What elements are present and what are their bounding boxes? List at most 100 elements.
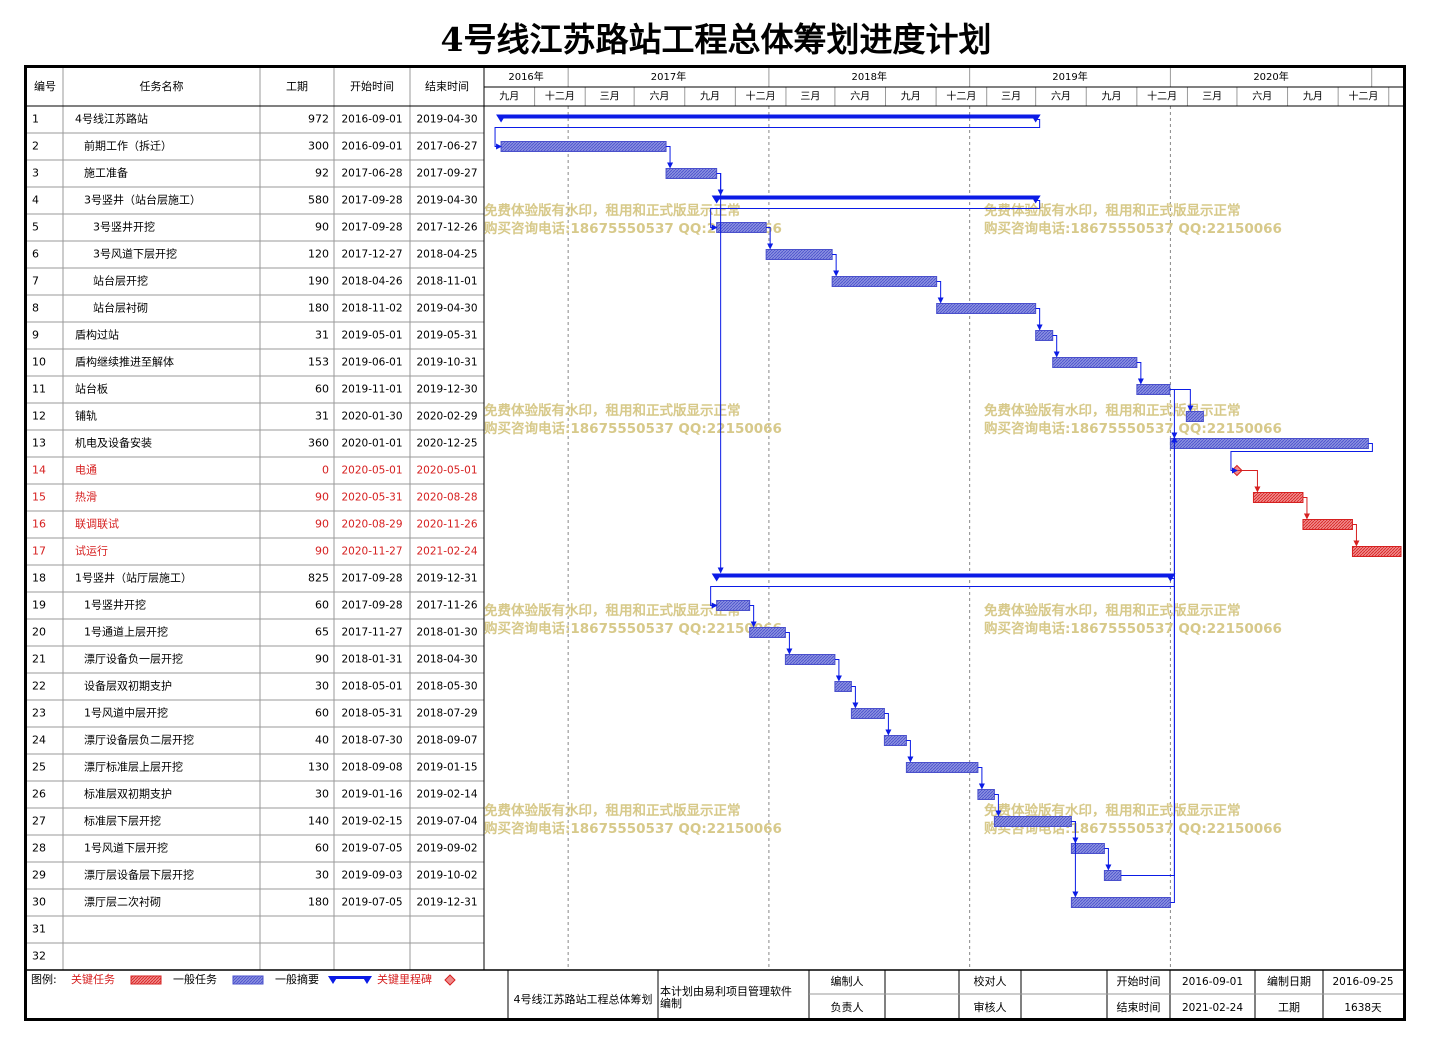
col-header-start: 开始时间 xyxy=(350,79,394,93)
task-name-18: 1号竖井（站厅层施工） xyxy=(75,571,192,585)
legend-normal-task-swatch xyxy=(232,975,264,985)
year-label-2: 2018年 xyxy=(852,70,887,83)
dependency-link-7 xyxy=(1035,308,1043,331)
col-header-duration: 工期 xyxy=(286,80,308,93)
dependency-link-11 xyxy=(1169,389,1178,439)
dependency-link-27 xyxy=(1104,848,1112,871)
year-label-0: 2016年 xyxy=(508,70,543,83)
quarter-label-8: 九月 xyxy=(901,91,921,103)
watermark-line1-5: 免费体验版有水印，租用和正式版显示正常 xyxy=(984,602,1241,619)
watermark-line2-3: 购买咨询电话:18675550537 QQ:22150066 xyxy=(984,420,1282,437)
summary-cap-right-1 xyxy=(1030,114,1041,123)
task-duration-16: 90 xyxy=(315,518,329,531)
task-start-1: 2016-09-01 xyxy=(341,114,402,126)
quarter-label-5: 十二月 xyxy=(746,90,776,103)
footer-start-label: 开始时间 xyxy=(1117,974,1161,988)
task-bar-9 xyxy=(1035,330,1054,341)
dependency-link-0 xyxy=(494,119,1041,150)
dependency-link-17 xyxy=(710,578,1175,609)
footer-plan-name: 4号线江苏路站工程总体筹划 xyxy=(514,992,653,1006)
task-id-16: 16 xyxy=(32,518,46,531)
task-bar-19 xyxy=(716,600,751,611)
task-name-10: 盾构继续推进至解体 xyxy=(75,355,174,369)
watermark-line2-0: 购买咨询电话:18675550537 QQ:22150066 xyxy=(484,220,782,237)
task-name-26: 标准层双初期支护 xyxy=(84,787,172,801)
footer-duration-label: 工期 xyxy=(1278,1001,1300,1014)
task-name-4: 3号竖井（站台层施工） xyxy=(84,193,201,207)
task-start-17: 2020-11-27 xyxy=(341,546,402,558)
task-id-28: 28 xyxy=(32,842,46,855)
task-start-12: 2020-01-30 xyxy=(341,411,402,423)
task-duration-14: 0 xyxy=(322,464,329,477)
task-end-17: 2021-02-24 xyxy=(416,546,477,558)
dependency-link-20 xyxy=(834,659,842,682)
task-id-21: 21 xyxy=(32,653,46,666)
task-end-16: 2020-11-26 xyxy=(416,519,477,531)
dependency-link-21 xyxy=(851,686,859,709)
task-id-14: 14 xyxy=(32,464,46,477)
task-id-9: 9 xyxy=(32,329,39,342)
quarter-label-6: 三月 xyxy=(800,91,820,103)
task-start-27: 2019-02-15 xyxy=(341,816,402,828)
task-id-20: 20 xyxy=(32,626,46,639)
task-bar-10 xyxy=(1052,357,1138,368)
task-duration-7: 190 xyxy=(308,275,329,288)
task-name-25: 漂厅标准层上层开挖 xyxy=(84,760,183,774)
task-start-8: 2018-11-02 xyxy=(341,303,402,315)
task-end-19: 2017-11-26 xyxy=(416,600,477,612)
task-name-14: 电通 xyxy=(75,464,97,477)
task-end-20: 2018-01-30 xyxy=(416,627,477,639)
task-bar-28 xyxy=(1070,843,1105,854)
task-id-30: 30 xyxy=(32,896,46,909)
task-end-5: 2017-12-26 xyxy=(416,222,477,234)
watermark-line2-1: 购买咨询电话:18675550537 QQ:22150066 xyxy=(984,220,1282,237)
task-end-22: 2018-05-30 xyxy=(416,681,477,693)
footer-end-label: 结束时间 xyxy=(1117,1001,1161,1014)
task-duration-26: 30 xyxy=(315,788,329,801)
task-end-27: 2019-07-04 xyxy=(416,816,477,828)
legend-milestone-swatch xyxy=(444,974,456,986)
task-duration-25: 130 xyxy=(308,761,329,774)
task-end-18: 2019-12-31 xyxy=(416,573,477,585)
task-bar-20 xyxy=(749,627,786,638)
quarter-label-1: 十二月 xyxy=(545,90,575,103)
task-id-3: 3 xyxy=(32,167,39,180)
task-duration-1: 972 xyxy=(308,113,329,126)
task-duration-30: 180 xyxy=(308,896,329,909)
dependency-link-4 xyxy=(766,227,774,250)
legend-label: 图例: xyxy=(31,972,57,986)
task-name-2: 前期工作（拆迁） xyxy=(84,139,172,153)
task-bar-13 xyxy=(1169,438,1369,449)
task-duration-20: 65 xyxy=(315,626,329,639)
legend-summary-cap-left xyxy=(328,976,338,984)
task-id-22: 22 xyxy=(32,680,46,693)
task-duration-12: 31 xyxy=(315,410,329,423)
task-duration-21: 90 xyxy=(315,653,329,666)
task-end-7: 2018-11-01 xyxy=(416,276,477,288)
quarter-label-3: 六月 xyxy=(649,91,669,103)
task-start-5: 2017-09-28 xyxy=(341,222,402,234)
task-bar-24 xyxy=(883,735,907,746)
watermark-line2-2: 购买咨询电话:18675550537 QQ:22150066 xyxy=(484,420,782,437)
footer-reviewer-label: 审核人 xyxy=(974,1000,1007,1014)
task-end-9: 2019-05-31 xyxy=(416,330,477,342)
task-bar-5 xyxy=(716,222,767,233)
task-duration-28: 60 xyxy=(315,842,329,855)
task-name-12: 铺轨 xyxy=(75,409,97,423)
legend-normal-task-label: 一般任务 xyxy=(173,973,217,986)
year-label-1: 2017年 xyxy=(651,70,686,83)
watermark-line2-5: 购买咨询电话:18675550537 QQ:22150066 xyxy=(984,620,1282,637)
task-id-19: 19 xyxy=(32,599,46,612)
task-id-10: 10 xyxy=(32,356,46,369)
task-end-23: 2018-07-29 xyxy=(416,708,477,720)
dependency-link-16 xyxy=(716,173,724,574)
task-start-23: 2018-05-31 xyxy=(341,708,402,720)
task-duration-11: 60 xyxy=(315,383,329,396)
task-name-9: 盾构过站 xyxy=(75,328,119,342)
task-end-15: 2020-08-28 xyxy=(416,492,477,504)
task-name-8: 站台层衬砌 xyxy=(93,301,148,315)
task-end-13: 2020-12-25 xyxy=(416,438,477,450)
task-duration-15: 90 xyxy=(315,491,329,504)
footer-compiler-label: 编制人 xyxy=(831,974,864,988)
